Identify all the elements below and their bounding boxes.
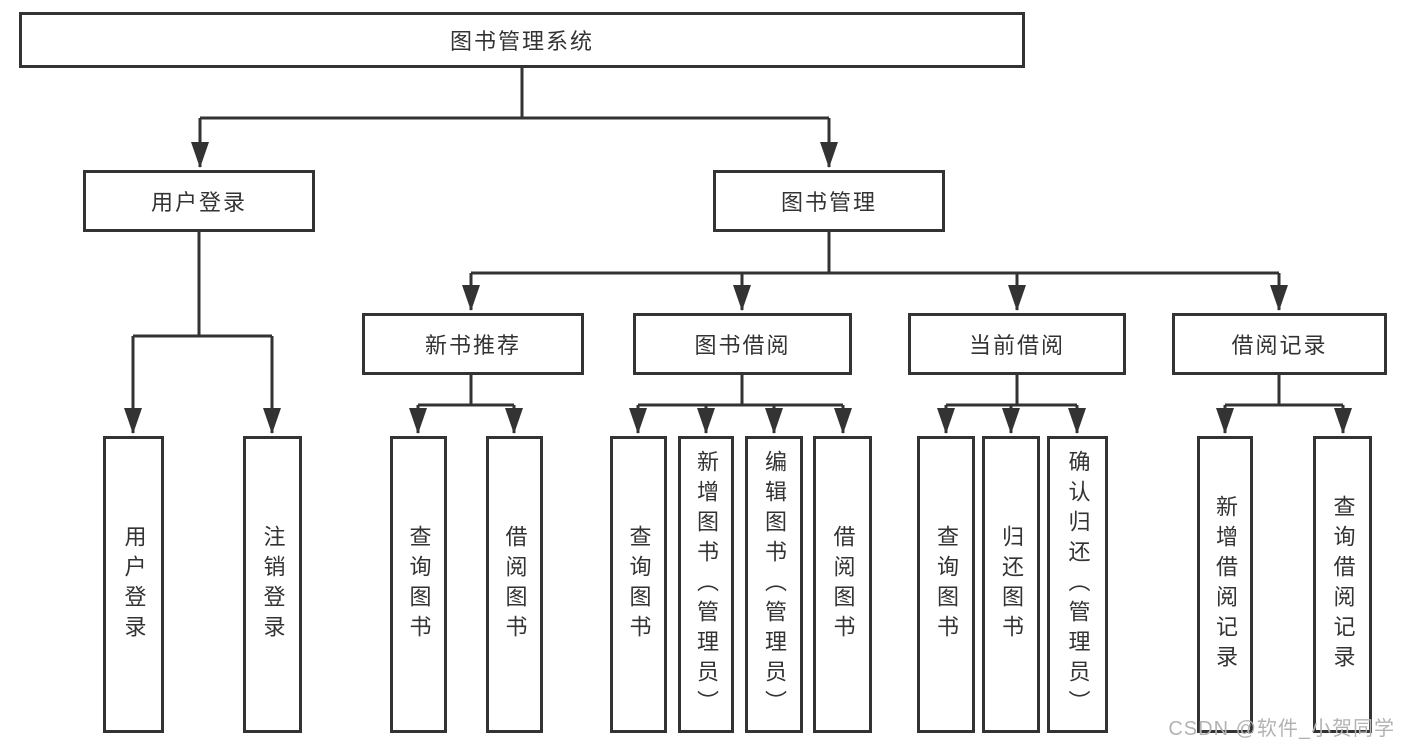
leaf-query-borrow-record: 查询借阅记录	[1313, 436, 1372, 733]
leaf-borrow-books-under-borrow: 借阅图书	[813, 436, 872, 733]
leaf-add-books-admin-label: 新增图书（管理员）	[694, 449, 719, 720]
leaf-query-books-label: 查询图书	[934, 524, 959, 645]
leaf-query-books-under-current: 查询图书	[917, 436, 975, 733]
leaf-confirm-return-admin: 确认归还（管理员）	[1047, 436, 1108, 733]
leaf-edit-books-admin: 编辑图书（管理员）	[745, 436, 803, 733]
leaf-return-books-label: 归还图书	[999, 524, 1024, 645]
leaf-borrow-books-label: 借阅图书	[502, 524, 528, 645]
node-root-system: 图书管理系统	[19, 12, 1025, 68]
csdn-watermark: CSDN @软件_小贺同学	[1168, 718, 1395, 740]
node-user-login: 用户登录	[83, 170, 315, 232]
node-user-login-label: 用户登录	[150, 190, 247, 215]
leaf-confirm-return-admin-label: 确认归还（管理员）	[1065, 449, 1091, 720]
leaf-add-borrow-record: 新增借阅记录	[1197, 436, 1253, 733]
node-borrow-records: 借阅记录	[1172, 313, 1387, 375]
node-root-label: 图书管理系统	[449, 29, 594, 54]
node-book-management-label: 图书管理	[780, 190, 877, 215]
leaf-user-login-label: 用户登录	[121, 524, 147, 645]
node-book-management: 图书管理	[713, 170, 945, 232]
leaf-edit-books-admin-label: 编辑图书（管理员）	[762, 449, 787, 720]
leaf-borrow-books-label: 借阅图书	[830, 524, 856, 645]
leaf-logout-label: 注销登录	[260, 524, 286, 645]
leaf-query-books-under-borrow: 查询图书	[610, 436, 667, 733]
node-book-borrow: 图书借阅	[633, 313, 852, 375]
node-new-book-recommend: 新书推荐	[362, 313, 584, 375]
leaf-add-borrow-record-label: 新增借阅记录	[1213, 494, 1238, 675]
leaf-query-books-under-recommend: 查询图书	[390, 436, 447, 733]
leaf-query-books-label: 查询图书	[626, 524, 652, 645]
node-current-borrow-label: 当前借阅	[968, 333, 1065, 358]
node-current-borrow: 当前借阅	[908, 313, 1126, 375]
leaf-query-borrow-record-label: 查询借阅记录	[1330, 494, 1356, 675]
leaf-return-books: 归还图书	[982, 436, 1040, 733]
leaf-logout: 注销登录	[243, 436, 302, 733]
node-new-book-recommend-label: 新书推荐	[424, 333, 521, 358]
leaf-borrow-books-under-recommend: 借阅图书	[486, 436, 543, 733]
leaf-add-books-admin: 新增图书（管理员）	[678, 436, 734, 733]
node-borrow-records-label: 借阅记录	[1231, 333, 1328, 358]
leaf-user-login: 用户登录	[103, 436, 164, 733]
leaf-query-books-label: 查询图书	[406, 524, 432, 645]
node-book-borrow-label: 图书借阅	[694, 333, 791, 358]
